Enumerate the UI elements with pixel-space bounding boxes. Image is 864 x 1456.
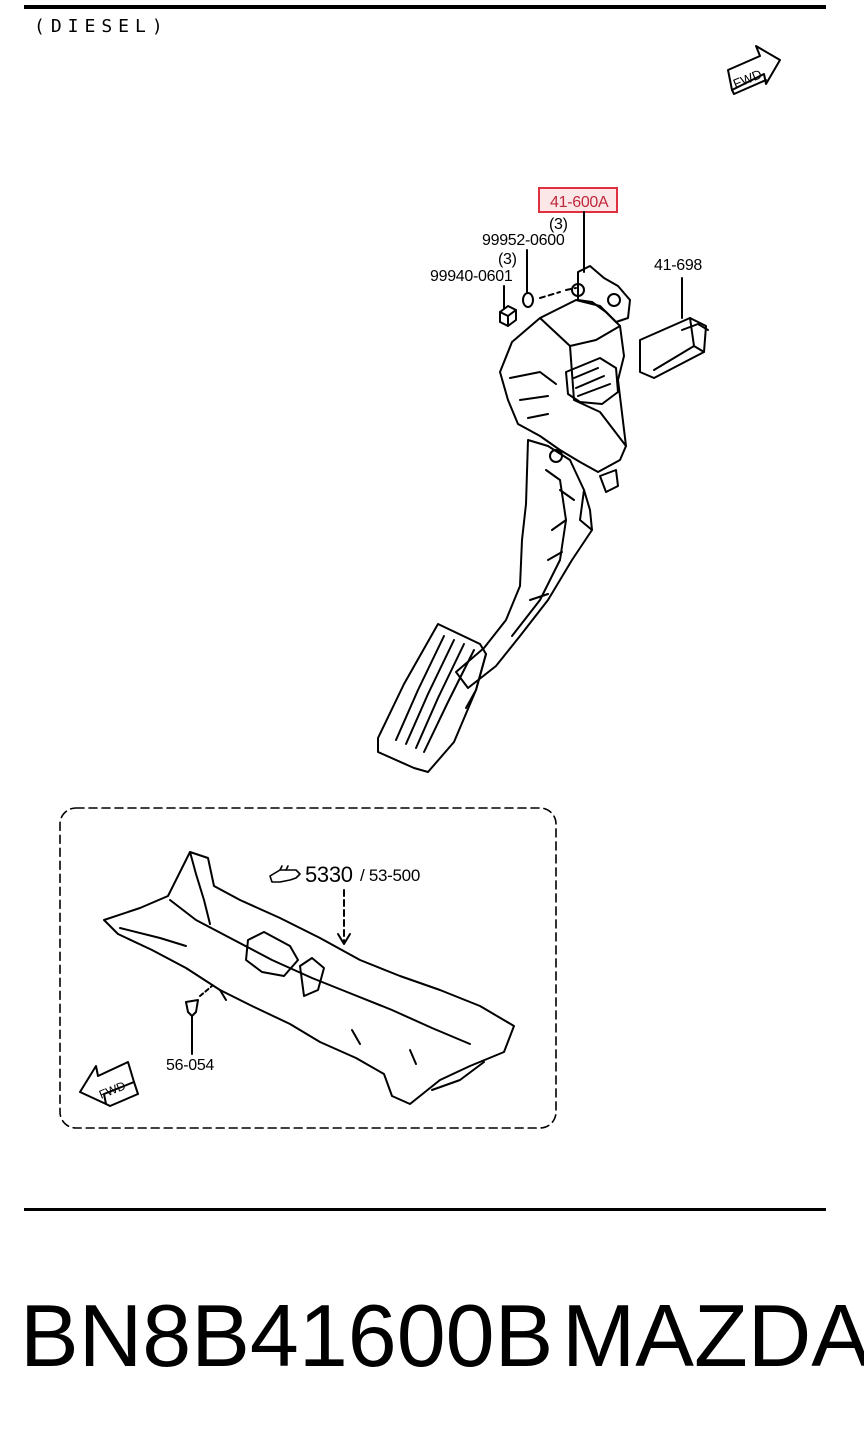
callout-41-600A-qty: (3) xyxy=(549,216,568,233)
diesel-variant-label: (DIESEL) xyxy=(34,16,169,37)
inset-ref-main[interactable]: 5330 xyxy=(305,862,353,887)
pointing-hand-icon xyxy=(269,865,301,883)
fwd-arrow-icon: FWD xyxy=(727,45,781,95)
selected-part-highlight[interactable] xyxy=(538,187,618,213)
top-rule xyxy=(24,5,826,9)
callout-56-054[interactable]: 56-054 xyxy=(166,1057,215,1074)
inset-ref-sub: / 53-500 xyxy=(360,866,420,885)
callout-99952-0600[interactable]: 99952-0600 xyxy=(482,232,565,249)
part-number: BN8B41600B xyxy=(20,1286,554,1385)
callout-99940-0601[interactable]: 99940-0601 xyxy=(430,268,513,285)
brand-name: MAZDA xyxy=(562,1286,864,1385)
callout-41-600A[interactable]: 41-600A xyxy=(550,194,609,211)
fwd-arrow-icon: FWD xyxy=(79,1061,139,1107)
bottom-rule xyxy=(24,1208,826,1211)
callout-99952-0600-qty: (3) xyxy=(498,251,517,268)
callout-41-698[interactable]: 41-698 xyxy=(654,257,703,274)
